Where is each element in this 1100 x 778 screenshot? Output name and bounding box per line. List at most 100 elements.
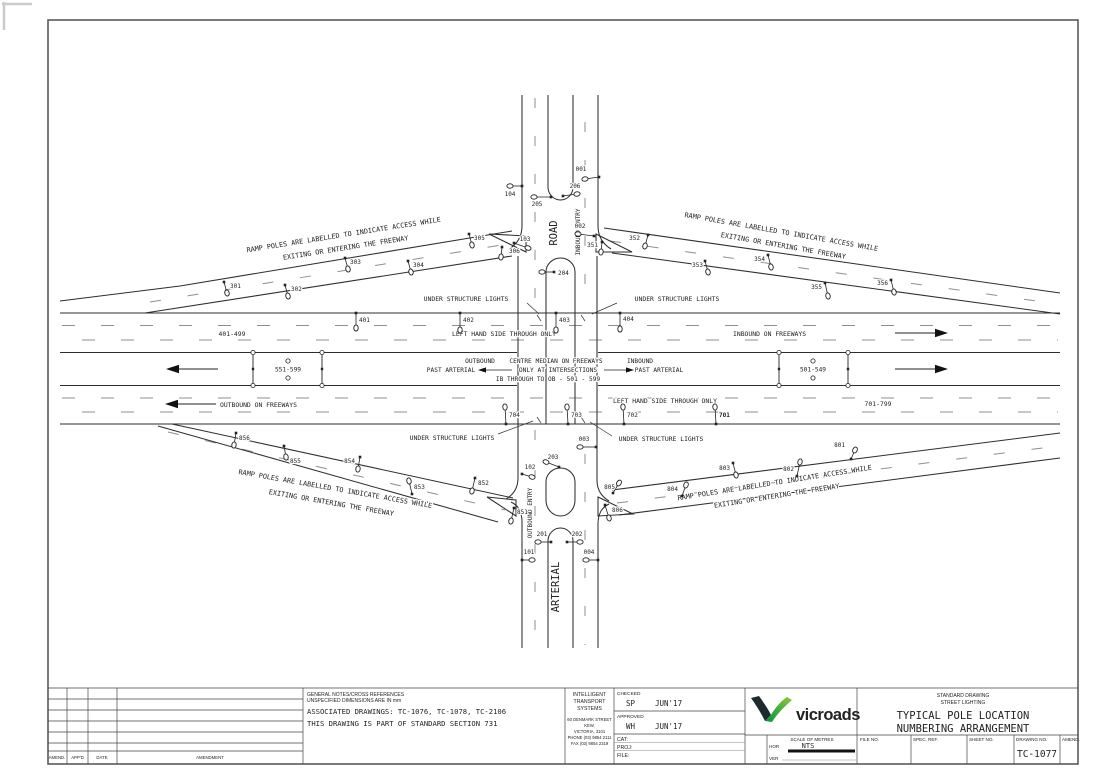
diagram-label: OUTBOUND ON FREEWAYS [220, 401, 297, 409]
pole-number: 356 [877, 280, 888, 287]
pole-number: 355 [811, 284, 822, 291]
pole-symbol [283, 453, 289, 461]
its-block: INTELLIGENT TRANSPORT SYSTEMS 60 DENMARK… [567, 692, 612, 746]
median-pole-range: 501-549 [800, 367, 826, 374]
direction-arrows [165, 328, 948, 409]
pole-number: 101 [524, 549, 535, 556]
cat-label: CAT: [617, 737, 628, 743]
pole-353: 353 [691, 259, 711, 276]
pole-206: 206 [561, 182, 582, 198]
its-address-2: KEW, [584, 723, 594, 728]
diagram-label: OUTBOUND [465, 358, 495, 365]
pole-symbol [408, 268, 414, 276]
pole-symbol [498, 253, 504, 261]
its-phone: PHONE (03) 9854 2111 [568, 735, 613, 740]
drawing-title-line1: TYPICAL POLE LOCATION [897, 710, 1030, 722]
pole-802: 802 [782, 458, 803, 478]
diagram-label: ARTERIAL [550, 562, 562, 613]
pole-number: 354 [754, 256, 765, 263]
direction-arrow [604, 367, 634, 373]
pole-202: 202 [565, 530, 584, 545]
pole-symbol [506, 183, 514, 189]
pole-number: 853 [414, 484, 425, 491]
pole-symbol [224, 289, 230, 297]
pole-symbol [469, 487, 475, 495]
amend-label: AMEND. [1062, 737, 1080, 742]
pole-303: 303 [343, 256, 362, 273]
pole-symbol [733, 471, 739, 479]
notes-heading-1: GENERAL NOTES/CROSS REFERENCES [307, 692, 405, 698]
diagram-label: ROAD [548, 220, 560, 245]
diagram-label: UNDER STRUCTURE LIGHTS [635, 295, 720, 303]
drawing-subcategory: STREET LIGHTING [941, 700, 986, 706]
pole-404: 404 [617, 311, 635, 333]
pole-804: 804 [666, 481, 689, 498]
pole-354: 354 [753, 253, 774, 271]
its-address-3: VICTORIA, 3101 [574, 729, 606, 734]
pole-852: 852 [469, 476, 490, 495]
pole-symbol [406, 477, 412, 485]
pole-number: 202 [572, 531, 583, 538]
diagram-label: CENTRE MEDIAN ON FREEWAYS [509, 358, 602, 365]
pole-number: 353 [692, 262, 703, 269]
pole-symbol [542, 459, 550, 465]
pole-203: 203 [542, 453, 561, 469]
logo-mark-dark [751, 696, 771, 721]
pole-703: 703 [564, 403, 583, 426]
amendment-col-label: AMENDMENT [196, 755, 224, 760]
pole-symbol [712, 403, 718, 411]
pole-symbol [683, 481, 689, 489]
pole-symbol [642, 242, 648, 250]
pole-symbol [355, 465, 361, 473]
pole-number: 851 [517, 509, 528, 516]
its-org-1: INTELLIGENT [573, 692, 607, 698]
pole-symbol [538, 269, 546, 275]
diagram-label: PAST ARTERIAL [427, 367, 476, 374]
diagram-label: UNDER STRUCTURE LIGHTS [424, 295, 509, 303]
pole-symbol [576, 539, 584, 545]
pole-306: 306 [498, 245, 521, 261]
pole-symbol [353, 324, 359, 332]
pole-number: 401 [359, 317, 370, 324]
under-structure-lights-marks [536, 314, 586, 424]
pole-805: 805 [603, 479, 622, 495]
freeway-edges [60, 312, 1060, 425]
pole-number: 802 [783, 466, 794, 473]
pole-number: 204 [558, 270, 569, 277]
road-network [59, 95, 1061, 648]
pole-symbol [508, 517, 514, 525]
notes-heading-2: UNSPECIFIED DIMENSIONS ARE IN mm [307, 698, 401, 704]
pole-301: 301 [222, 280, 242, 297]
pole-symbol [582, 557, 590, 563]
pole-403: 403 [553, 311, 571, 334]
spec-ref-label: SPEC. REF. [913, 737, 938, 742]
pole-304: 304 [406, 259, 425, 276]
amendment-table: AMEND. APP'D DATE AMENDMENT [49, 755, 225, 760]
its-address-1: 60 DENMARK STREET [567, 717, 612, 722]
pole-number: 104 [505, 191, 516, 198]
pole-302: 302 [283, 283, 303, 300]
pole-854: 854 [343, 455, 362, 473]
scale-block: SCALE OF METRES HOR NTS VER [769, 737, 855, 761]
direction-arrow [165, 399, 216, 409]
pole-symbol [528, 557, 536, 563]
approvals-block: CHECKED SP JUN'17 APPROVED WH JUN'17 CAT… [617, 691, 682, 759]
leader-lines [497, 302, 618, 437]
logo-wordmark: vicroads [796, 706, 860, 724]
pole-102: 102 [520, 463, 537, 480]
pole-symbol [606, 514, 612, 522]
pole-number: 852 [478, 480, 489, 487]
direction-arrow [895, 364, 948, 374]
pole-number: 856 [239, 435, 250, 442]
pole-101: 101 [520, 548, 536, 563]
diagram-label: OUTBOUND ENTRY [527, 487, 534, 538]
pole-symbol [705, 268, 711, 276]
pole-number: 301 [230, 283, 241, 290]
diagram-label: INBOUND [627, 358, 653, 365]
pole-symbol [553, 326, 559, 334]
pole-856: 856 [231, 431, 251, 449]
pole-symbol [573, 191, 581, 197]
general-notes: GENERAL NOTES/CROSS REFERENCES UNSPECIFI… [307, 692, 506, 728]
pole-number: 403 [559, 317, 570, 324]
pole-number: 402 [463, 317, 474, 324]
